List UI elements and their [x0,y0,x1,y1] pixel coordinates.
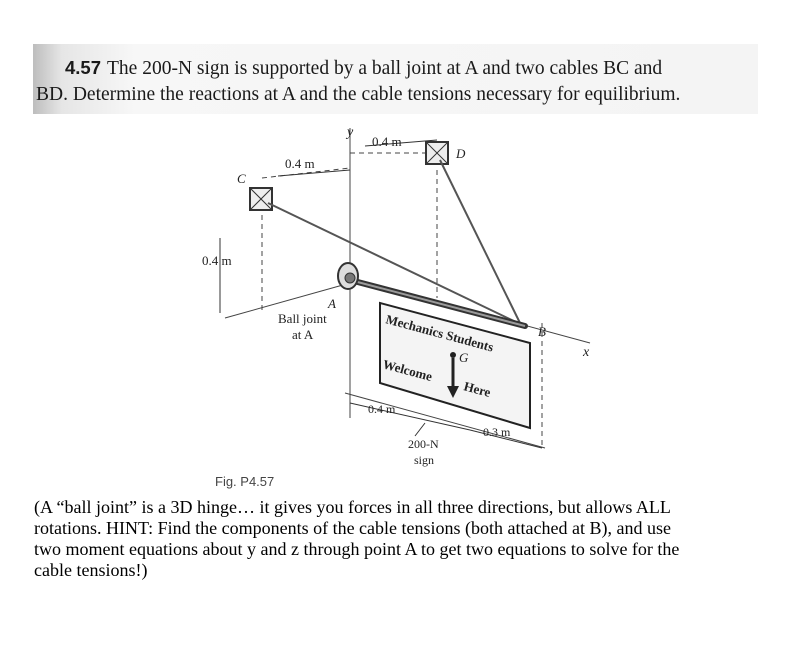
weight-arrow-head [447,386,459,398]
note-line-2: rotations. HINT: Find the components of … [34,518,671,538]
c-dashed-line [261,167,351,179]
problem-text-line-2: BD. Determine the reactions at A and the… [36,84,681,105]
dim-bottom-04-label: 0.4 m [368,402,396,416]
weight-label-1: 200-N [408,437,439,451]
point-d-label: D [455,146,466,161]
dim-bottom-03-line [469,429,543,449]
note-line-3: two moment equations about y and z throu… [34,539,680,559]
weight-leader-line [414,422,426,437]
bottom-ground-line [344,392,546,449]
dim-top-left-line [277,169,351,177]
x-axis-label: x [582,345,590,360]
y-axis-label: y [345,125,354,140]
figure-caption: Fig. P4.57 [215,474,275,489]
note-line-4: cable tensions!) [34,560,148,580]
cable-bc [267,202,519,324]
point-c-label: C [237,171,246,186]
dim-top-left-label: 0.4 m [285,156,315,171]
dim-bottom-03-label: 0.3 m [483,425,511,439]
problem-number: 4.57 [65,57,102,78]
weight-label-2: sign [414,453,434,467]
hint-note: (A “ball joint” is a 3D hinge… it gives … [34,497,769,581]
sign-board [379,301,531,430]
dim-top-right-label: 0.4 m [372,134,402,149]
bracket-d [425,141,449,165]
center-of-gravity-dot [450,352,456,358]
problem-text-line-1: The 200-N sign is supported by a ball jo… [107,58,663,79]
point-a-label: A [327,296,336,311]
point-b-label: B [538,324,546,339]
dim-bottom-04-line [349,402,471,431]
note-line-1: (A “ball joint” is a 3D hinge… it gives … [34,497,671,517]
sign-text-line-3: Here [462,378,492,400]
dim-top-right-line [364,139,438,147]
ball-joint-label-2: at A [292,327,314,342]
sign-figure: y x 0.4 m 0.4 m 0.4 m C D A B G Ball joi… [202,125,591,467]
bracket-c [249,187,273,211]
z-axis-line [224,282,351,319]
cable-bd [439,159,521,324]
dim-left-label: 0.4 m [202,253,232,268]
point-g-label: G [459,350,469,365]
ball-joint-label-1: Ball joint [278,311,327,326]
rod-ab-highlight [349,279,526,327]
ball-joint-a [337,262,359,290]
